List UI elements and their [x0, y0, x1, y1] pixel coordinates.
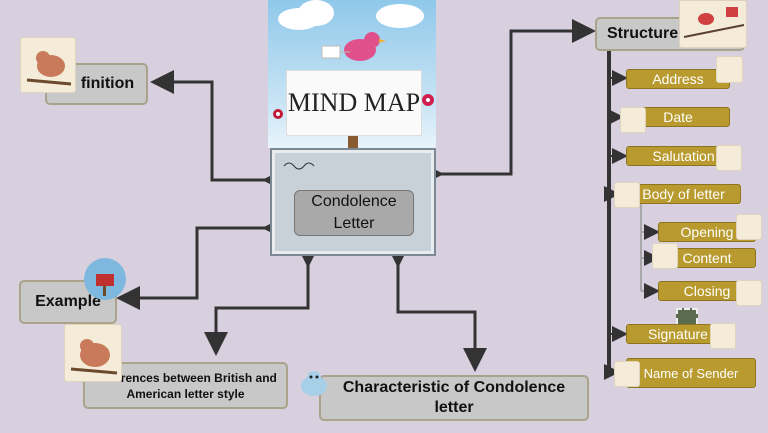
central-topic-line1: Condolence [311, 191, 396, 213]
item-signature-label: Signature [648, 326, 708, 342]
arrow-example [122, 228, 268, 298]
bird-icon [64, 324, 122, 382]
node-characteristic-label: Characteristic of Condolence letter [331, 378, 577, 418]
item-sender-label: Name of Sender [644, 366, 739, 381]
central-topic-line2: Letter [311, 213, 396, 235]
bird-icon [614, 182, 640, 208]
bird-icon [652, 243, 678, 269]
item-body[interactable]: Body of letter [626, 184, 741, 204]
bird-icon [20, 37, 76, 93]
item-date-label: Date [663, 109, 693, 125]
item-salutation-label: Salutation [652, 148, 714, 164]
bird-icon [716, 56, 743, 83]
bird-icon [716, 145, 742, 171]
bird-icon [736, 214, 762, 240]
node-structure-label: Structure [607, 25, 678, 43]
bird-icon [736, 280, 762, 306]
item-address[interactable]: Address [626, 69, 730, 89]
item-body-label: Body of letter [642, 186, 725, 202]
bird-icon [294, 366, 334, 402]
arrow-differences [216, 262, 308, 350]
mindmap-title: MIND MAP [286, 70, 422, 136]
bird-icon [620, 107, 646, 133]
item-content-label: Content [682, 250, 731, 266]
bird-icon [710, 323, 736, 349]
item-sender[interactable]: Name of Sender [626, 358, 756, 388]
mailbox-icon [84, 258, 126, 300]
bird-icon [320, 22, 390, 72]
arrow-characteristic [398, 262, 475, 366]
node-definition-label: finition [81, 75, 134, 93]
flower-icon [270, 106, 286, 122]
arrow-definition [156, 82, 268, 180]
item-closing-label: Closing [684, 283, 731, 299]
item-address-label: Address [652, 71, 703, 87]
bird-icon [614, 361, 640, 387]
item-opening-label: Opening [681, 224, 734, 240]
arrow-structure [438, 31, 590, 174]
node-characteristic[interactable]: Characteristic of Condolence letter [319, 375, 589, 421]
bird-icon [679, 0, 747, 48]
scribble-icon [282, 158, 322, 172]
